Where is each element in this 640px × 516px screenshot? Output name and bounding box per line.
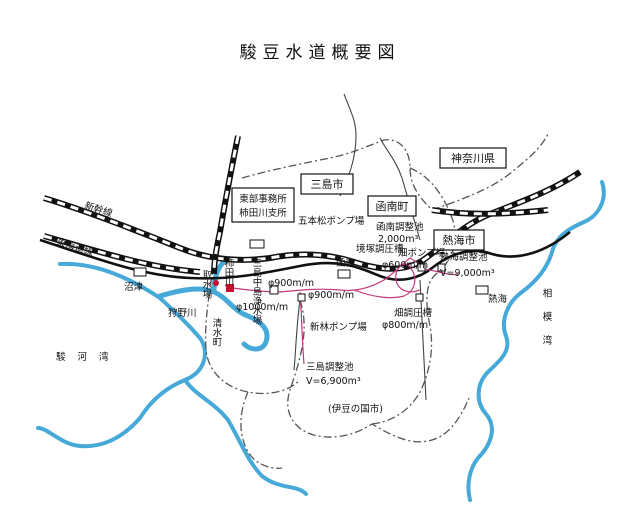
boundary-kanagawa bbox=[431, 133, 549, 211]
kano-river bbox=[157, 286, 270, 352]
kanagawa-label: 神奈川県 bbox=[451, 151, 495, 165]
hata-pump-label: 畑ポンプ場 bbox=[398, 247, 446, 259]
boundary-south-west bbox=[240, 391, 283, 469]
water-pipeline-main bbox=[231, 257, 459, 293]
kannami-capacity-label: 2,000m³ bbox=[378, 234, 418, 245]
kannami-reservoir-marker bbox=[417, 263, 426, 272]
intake-label: 取水場 bbox=[201, 270, 213, 299]
pipe-d1000-label: φ1000m/m bbox=[236, 302, 288, 313]
mishima-reservoir-label: 三島調整池 bbox=[306, 361, 354, 373]
kannami-town-label: 函南町 bbox=[376, 200, 409, 213]
pipe-d900-b-label: φ900m/m bbox=[308, 290, 354, 301]
pipe-d800-label: φ800m/m bbox=[382, 320, 428, 331]
road-north-2 bbox=[379, 137, 421, 241]
sakaizuka-label: 境塚調圧槽 bbox=[356, 243, 404, 255]
atami-reservoir-label: 熱海調整池 bbox=[440, 251, 488, 263]
numazu-label: 沼津 bbox=[124, 282, 144, 293]
road-east bbox=[419, 279, 427, 401]
map-title: 駿豆水道概要図 bbox=[240, 43, 401, 63]
hata-tank-label: 畑調圧槽 bbox=[394, 307, 433, 319]
boundary-south bbox=[287, 299, 471, 443]
pipe-d600-label: φ600m/m bbox=[382, 260, 428, 271]
mishima-plant-label: 三島中島浄水場 bbox=[251, 258, 263, 325]
mishima-label-box bbox=[300, 173, 354, 195]
mishima-capacity-label: V=6,900m³ bbox=[306, 376, 361, 387]
atami-capacity-label: V=9,000m³ bbox=[440, 268, 495, 279]
shinbayashi-label: 新林ポンプ場 bbox=[310, 321, 367, 333]
coastline-west-lower bbox=[183, 378, 308, 496]
coastline-east bbox=[466, 180, 606, 502]
office-label-box bbox=[231, 187, 295, 223]
izunokuni-label: (伊豆の国市) bbox=[328, 403, 383, 415]
station-kannami bbox=[337, 269, 351, 279]
office-label-line2: 柿田川支所 bbox=[239, 207, 287, 219]
boundary-mishima bbox=[241, 139, 433, 211]
kannami-reservoir-label: 函南調整池 bbox=[376, 221, 424, 233]
suruga-bay-label: 駿河湾 bbox=[56, 351, 121, 363]
mishima-plant-marker bbox=[269, 285, 279, 295]
kannami-label-box bbox=[367, 195, 417, 217]
seisuicho-label: 清水町 bbox=[211, 317, 223, 346]
sagami-bay-label: 相模湾 bbox=[541, 287, 553, 358]
kanogawa-label: 狩野川 bbox=[168, 307, 197, 319]
atami-label-box bbox=[433, 229, 485, 251]
road-south bbox=[293, 299, 301, 371]
kannami-station-label: 函南 bbox=[336, 257, 355, 269]
station-atami bbox=[475, 285, 489, 295]
mishima-reservoir-marker bbox=[297, 293, 306, 302]
office-marker bbox=[213, 280, 219, 286]
office-label-line1: 東部事務所 bbox=[239, 193, 287, 205]
tokaido-label: 東海道線 bbox=[55, 235, 95, 258]
kanagawa-label-box bbox=[439, 147, 507, 169]
kakitagawa-label: 柿田川 bbox=[223, 257, 235, 286]
water-pipeline-loop bbox=[353, 263, 421, 299]
boundary-kannami bbox=[371, 167, 456, 425]
atami-city-label: 熱海市 bbox=[443, 233, 476, 247]
intake-marker bbox=[226, 284, 234, 292]
station-mishima bbox=[249, 239, 265, 249]
gohonmatsu-label: 五本松ポンプ場 bbox=[298, 215, 365, 227]
mishima-city-label: 三島市 bbox=[311, 177, 344, 191]
atami-station-label: 熱海 bbox=[488, 293, 508, 305]
tokaido-line bbox=[39, 230, 571, 281]
station-numazu bbox=[133, 267, 147, 277]
boundary-seisui bbox=[204, 261, 301, 395]
pipe-d900-a-label: φ900m/m bbox=[268, 278, 314, 289]
hata-tank-marker bbox=[415, 293, 424, 302]
atami-reservoir-marker bbox=[437, 263, 446, 272]
